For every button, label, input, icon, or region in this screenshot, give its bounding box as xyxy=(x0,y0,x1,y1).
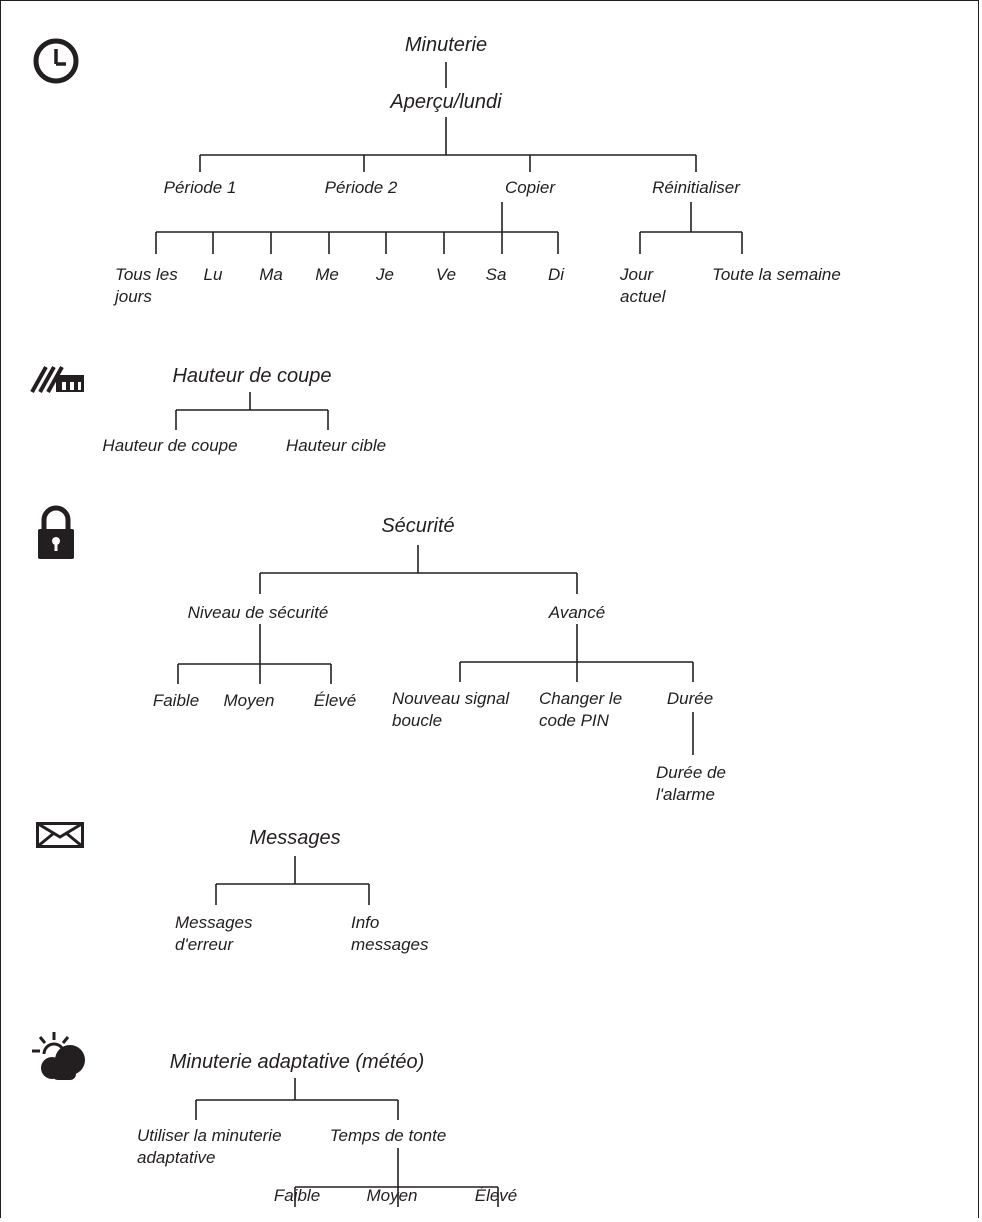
period-2-label: Période 2 xyxy=(324,178,398,197)
day-label: Me xyxy=(315,265,339,284)
mowing-time-label: Temps de tonte xyxy=(329,1126,447,1145)
current-day-label: Jour actuel xyxy=(620,265,666,306)
day-label: Je xyxy=(376,265,394,284)
security-root-label: Sécurité xyxy=(381,515,455,537)
mowing-time-high-label: Élevé xyxy=(474,1186,518,1205)
messages-root-label: Messages xyxy=(249,827,341,849)
sun-cloud-icon xyxy=(32,1032,85,1080)
target-height-label: Hauteur cible xyxy=(285,436,387,455)
adaptive-timer-root-label: Minuterie adaptative (météo) xyxy=(169,1051,425,1073)
error-messages-label: Messages d'erreur xyxy=(175,913,253,954)
info-messages-label: Info messages xyxy=(351,913,429,954)
copy-label: Copier xyxy=(504,178,556,197)
day-label: Sa xyxy=(485,265,507,284)
period-1-label: Période 1 xyxy=(163,178,237,197)
duration-label: Durée xyxy=(666,689,714,708)
clock-icon xyxy=(33,38,79,84)
day-label: Di xyxy=(547,265,565,284)
change-pin-label: Changer le code PIN xyxy=(539,689,623,730)
cutting-height-root-label: Hauteur de coupe xyxy=(172,365,332,387)
day-label: Ma xyxy=(259,265,283,284)
reset-label: Réinitialiser xyxy=(652,178,740,197)
security-level-medium-label: Moyen xyxy=(223,691,275,710)
mowing-time-low-label: Faible xyxy=(273,1186,321,1205)
use-adaptive-timer-label: Utiliser la minuterie adaptative xyxy=(137,1126,282,1167)
security-level-label: Niveau de sécurité xyxy=(187,603,329,622)
advanced-label: Avancé xyxy=(548,603,606,622)
day-label: Ve xyxy=(435,265,457,284)
grass-height-icon xyxy=(30,366,84,393)
timer-overview-label: Aperçu/lundi xyxy=(390,91,502,113)
every-day-label: Tous les jours xyxy=(115,265,178,306)
envelope-icon xyxy=(36,822,84,848)
alarm-duration-label: Durée de l'alarme xyxy=(656,763,726,804)
new-loop-signal-label: Nouveau signal boucle xyxy=(392,689,510,730)
padlock-icon xyxy=(38,505,74,559)
whole-week-label: Toute la semaine xyxy=(712,265,841,284)
security-level-high-label: Élevé xyxy=(313,691,357,710)
mowing-time-medium-label: Moyen xyxy=(366,1186,418,1205)
cutting-height-child-label: Hauteur de coupe xyxy=(102,436,238,455)
day-label: Lu xyxy=(203,265,223,284)
timer-root-label: Minuterie xyxy=(404,34,488,56)
security-level-low-label: Faible xyxy=(152,691,200,710)
